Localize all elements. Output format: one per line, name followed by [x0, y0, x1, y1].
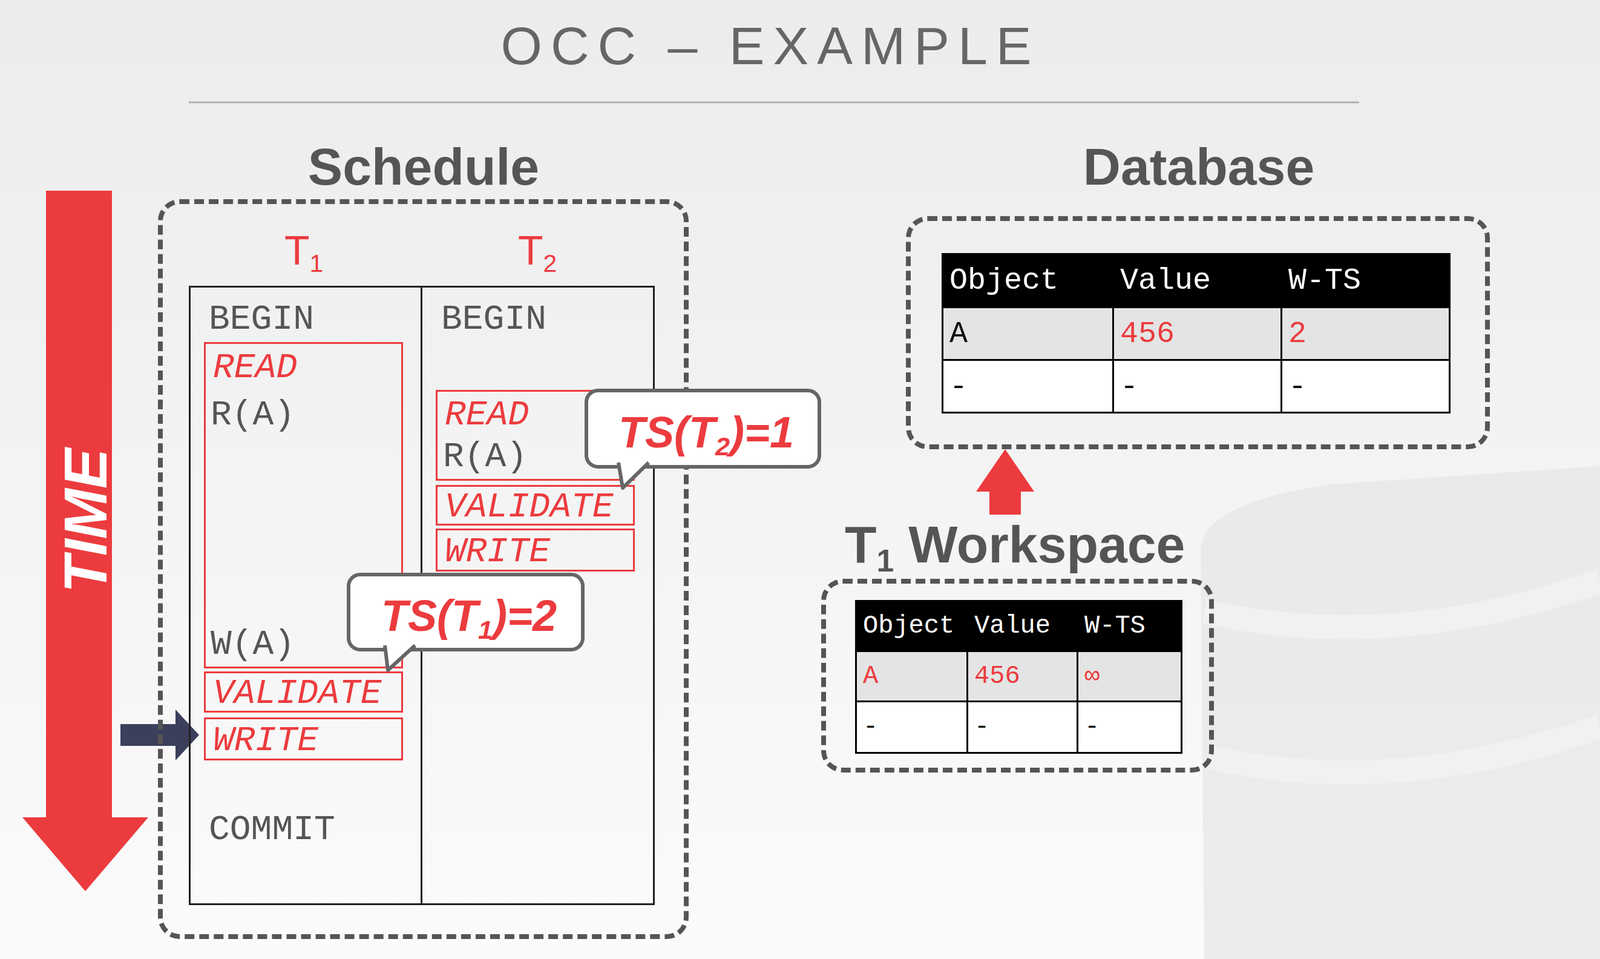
column-header: T1: [284, 226, 324, 274]
cell-text: -: [974, 712, 990, 742]
op-text: W(A): [210, 626, 295, 663]
cell-text: 456: [974, 661, 1021, 691]
subscript: 2: [715, 431, 730, 461]
callout-tail-outline: [384, 645, 416, 670]
phase-label: READ: [444, 397, 529, 433]
subscript: 1: [876, 542, 895, 578]
phase-box: VALIDATE: [435, 484, 635, 526]
table-header-cell: W-TS: [1282, 254, 1449, 307]
subscript: 1: [309, 249, 324, 278]
phase-label: WRITE: [213, 723, 319, 759]
watermark-band: [1204, 580, 1600, 627]
cell-text: -: [862, 712, 879, 742]
table-header-cell: W-TS: [1078, 601, 1181, 650]
phase-label: VALIDATE: [444, 489, 614, 525]
op-text: R(A): [210, 397, 295, 433]
subscript: 2: [542, 249, 557, 278]
table-cell: A: [856, 651, 967, 701]
cell-text: 456: [1120, 316, 1175, 351]
callout-tail-fill: [384, 643, 416, 670]
cell-text: Object: [862, 611, 955, 641]
cell-text: 2: [1288, 316, 1307, 351]
timestamp-text: TS(T2)=1: [618, 407, 794, 457]
cell-text: -: [1288, 369, 1307, 404]
cell-text: Value: [1120, 263, 1211, 298]
watermark-band: [1207, 726, 1600, 773]
callout-tail-fill: [618, 461, 649, 488]
cell-text: A: [862, 661, 879, 691]
time-label: TIME: [50, 448, 121, 594]
table-cell: -: [1114, 360, 1281, 412]
data-table: Object Value W-TS A 456 2 - - -: [941, 252, 1451, 414]
table-cell: -: [1282, 360, 1449, 412]
phase-box: WRITE: [435, 528, 635, 572]
phase-label: WRITE: [444, 534, 551, 570]
title-rule: [188, 101, 1360, 104]
time-arrow: [22, 190, 149, 891]
cell-text: -: [1084, 712, 1100, 742]
op-text: BEGIN: [208, 301, 315, 338]
cell-text: -: [1120, 369, 1139, 404]
panel-heading: Database: [1083, 136, 1315, 197]
table-header-cell: Object: [943, 254, 1113, 307]
database-watermark: [1200, 465, 1600, 959]
table-cell: -: [968, 701, 1077, 752]
slide-title: OCC – EXAMPLE: [500, 15, 1040, 77]
phase-box: VALIDATE: [203, 671, 404, 713]
table-cell: -: [943, 360, 1113, 412]
phase-box: WRITE: [203, 717, 404, 761]
timestamp-callout: TS(T2)=1: [584, 388, 822, 469]
panel-heading: T1 Workspace: [844, 514, 1185, 575]
op-text: COMMIT: [208, 812, 336, 848]
timestamp-callout: TS(T1)=2: [346, 572, 585, 652]
cell-text: A: [949, 316, 968, 351]
phase-label: VALIDATE: [213, 675, 382, 712]
table-header-cell: Value: [1114, 254, 1281, 307]
table-cell: -: [1078, 701, 1181, 752]
table-cell: ∞: [1078, 651, 1181, 701]
table-cell: 456: [968, 651, 1077, 701]
txn-column: T2BEGIN READ R(A) VALIDATE WRITE: [421, 223, 655, 905]
table-cell: 2: [1282, 308, 1449, 359]
copy-arrow: [976, 449, 1035, 515]
cell-text: W-TS: [1288, 263, 1361, 298]
op-text: R(A): [442, 439, 528, 475]
workspace-panel: T1 WorkspaceObject Value W-TS A 456 ∞ - - -: [821, 514, 1214, 773]
panel-heading: Schedule: [308, 136, 540, 197]
callout-tail-outline: [618, 462, 649, 488]
cell-text: Object: [949, 263, 1059, 298]
data-table: Object Value W-TS A 456 ∞ - - -: [855, 599, 1183, 754]
op-text: BEGIN: [441, 301, 547, 338]
table-cell: A: [943, 308, 1113, 359]
cell-text: -: [949, 369, 968, 404]
table-cell: -: [856, 701, 967, 752]
cell-text: ∞: [1084, 661, 1100, 691]
table-header-cell: Object: [856, 601, 967, 650]
timestamp-text: TS(T1)=2: [381, 590, 557, 641]
table-header-cell: Value: [968, 601, 1077, 650]
txn-column: T1BEGIN COMMIT READ R(A) W(A) VALIDATE WRITE: [188, 223, 422, 905]
database-panel: DatabaseObject Value W-TS A 456 2 - - -: [905, 136, 1490, 450]
subscript: 1: [478, 614, 493, 644]
column-header: T2: [518, 226, 557, 274]
cell-text: W-TS: [1084, 611, 1146, 641]
phase-label: READ: [213, 350, 298, 386]
schedule-panel: ScheduleT1BEGIN COMMIT READ R(A) W(A) VALIDAT…: [157, 136, 689, 939]
cell-text: Value: [974, 611, 1051, 641]
table-cell: 456: [1114, 308, 1281, 359]
